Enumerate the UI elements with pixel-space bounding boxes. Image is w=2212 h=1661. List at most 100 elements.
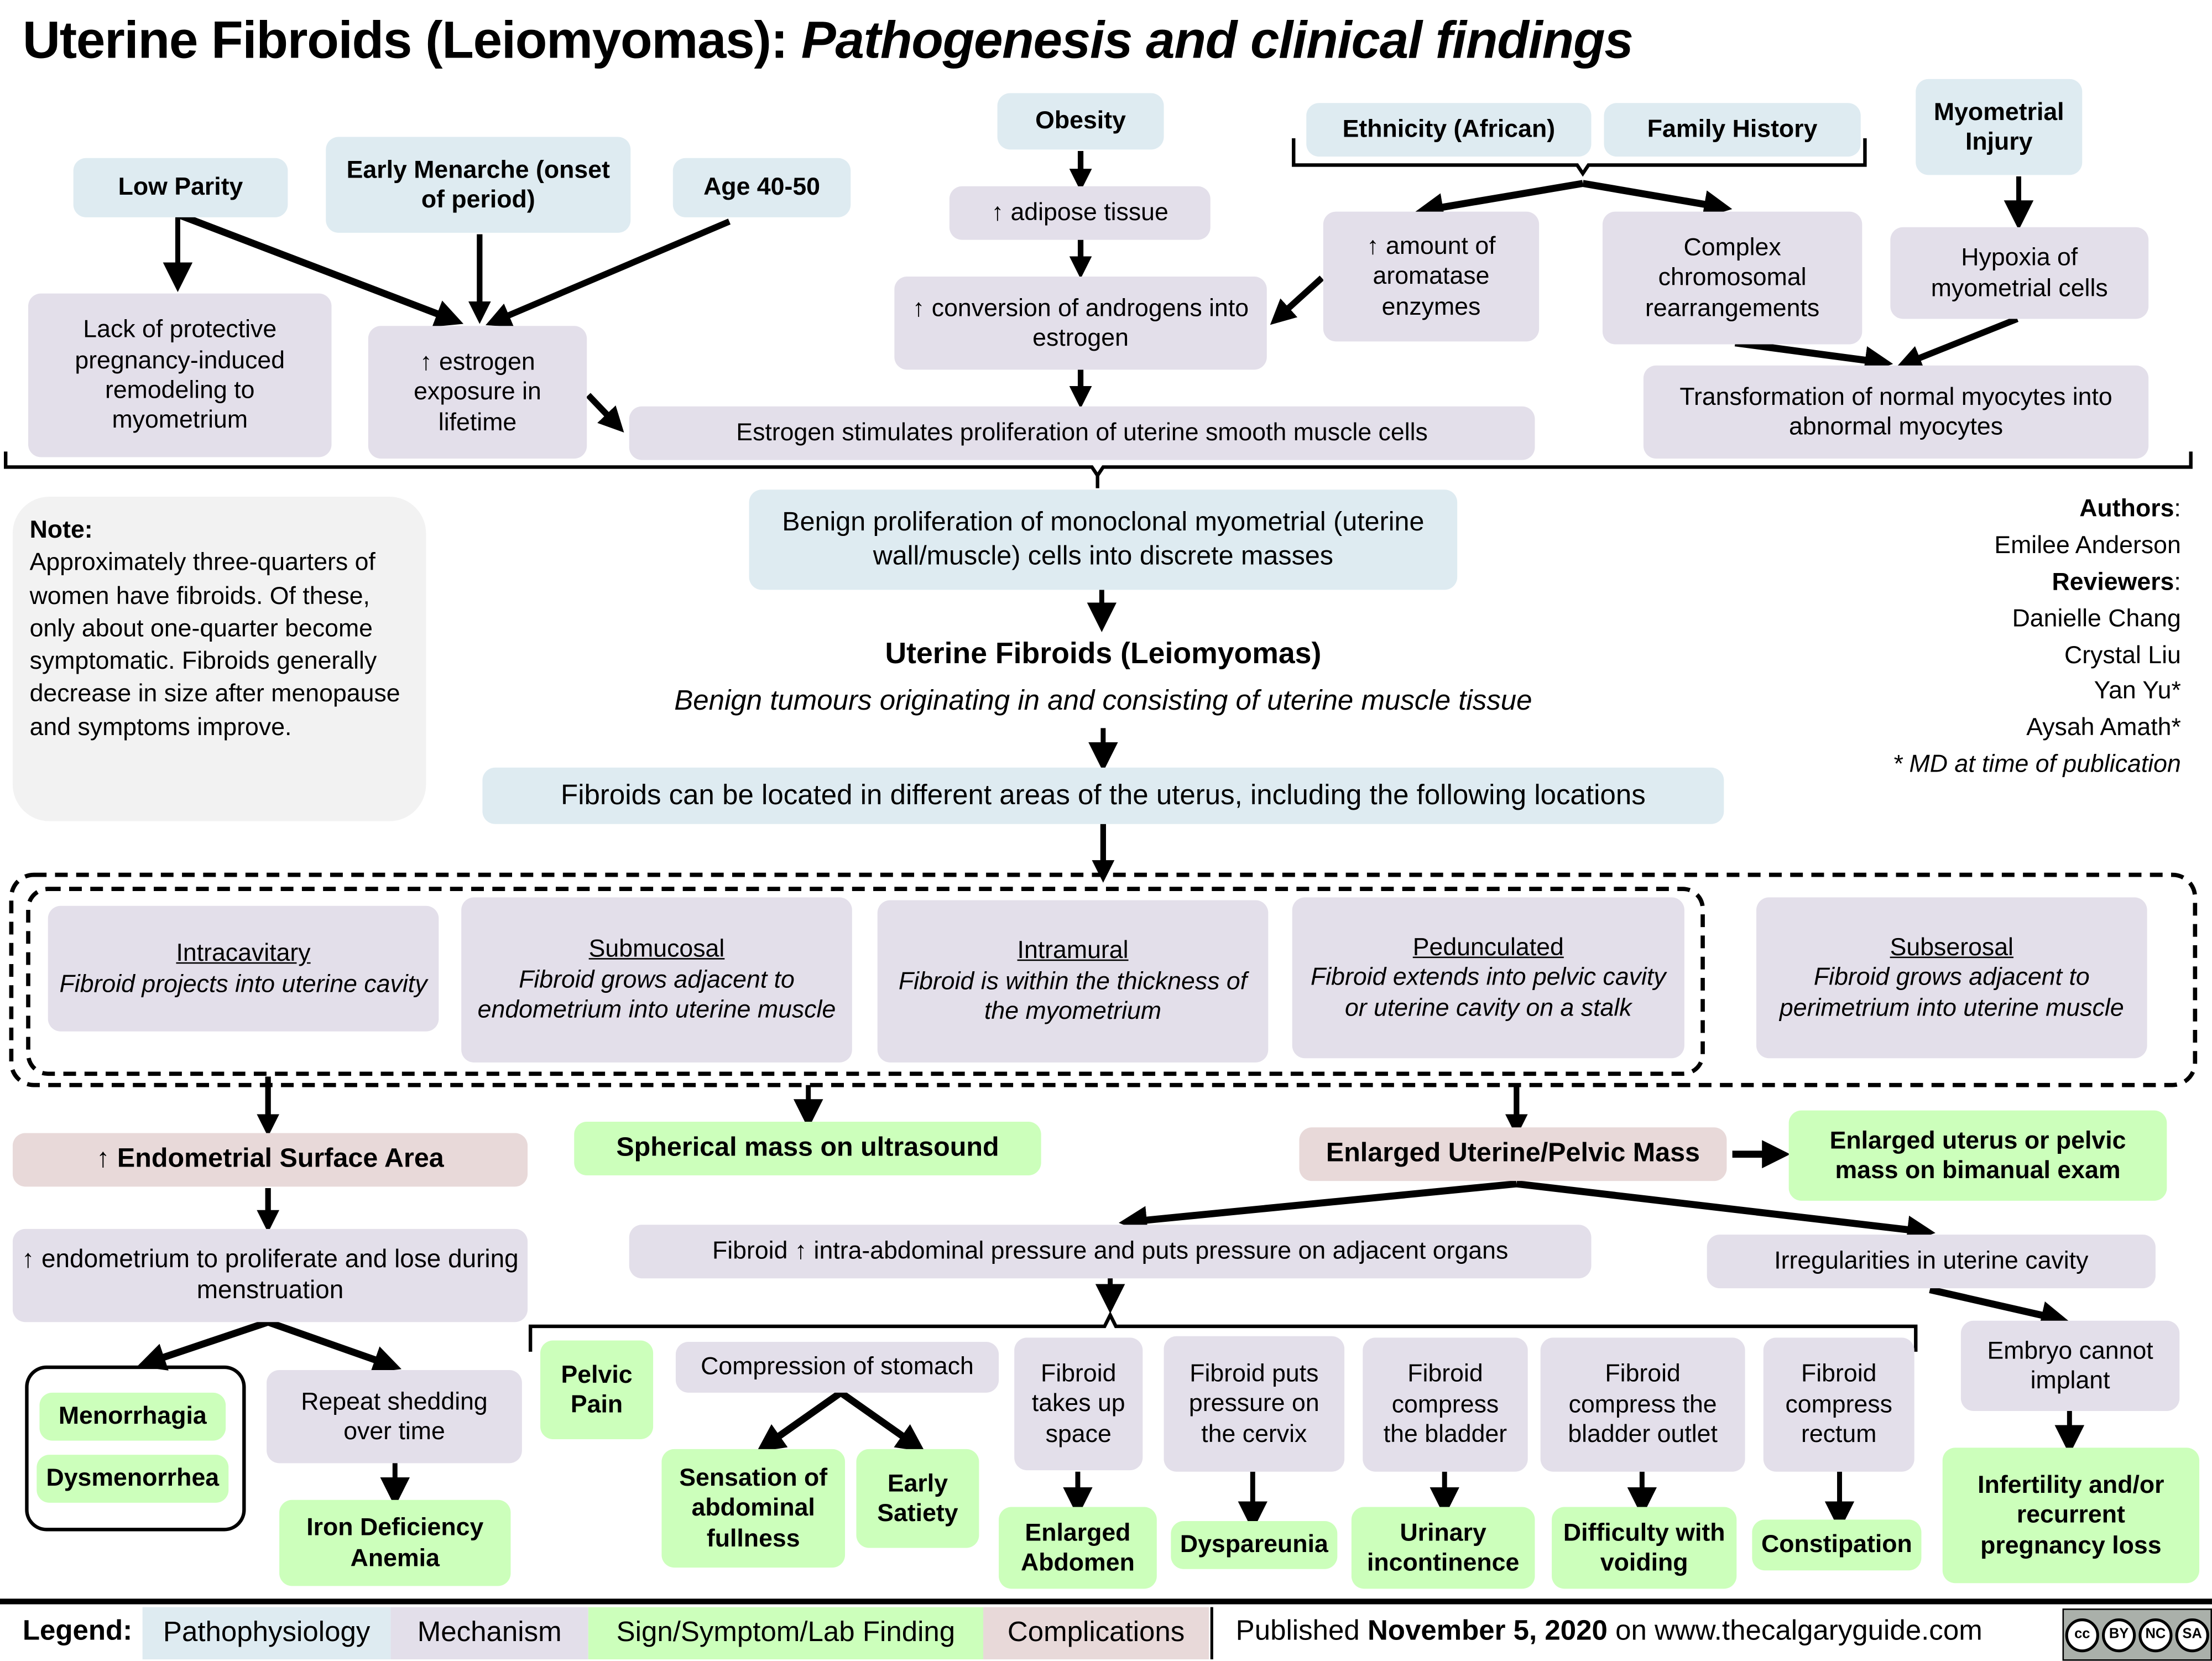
sign-constipation: Constipation	[1752, 1519, 1922, 1571]
mech-conversion: ↑ conversion of androgens into estrogen	[894, 276, 1267, 370]
brace-organs	[528, 1311, 1918, 1352]
fibroids-heading: Uterine Fibroids (Leiomyomas)	[885, 638, 1322, 670]
legend-sign-symptom: Sign/Symptom/Lab Finding	[588, 1607, 984, 1659]
mech-bladder: Fibroid compress the bladder	[1363, 1337, 1528, 1472]
sa-icon: SA	[2175, 1617, 2209, 1652]
location-title: Intramural	[1017, 936, 1129, 965]
mech-rectum: Fibroid compress rectum	[1763, 1337, 1914, 1472]
title-main: Uterine Fibroids (Leiomyomas):	[22, 11, 801, 69]
legend-complications: Complications	[983, 1607, 1209, 1659]
mech-adipose: ↑ adipose tissue	[949, 186, 1211, 240]
sign-voiding: Difficulty with voiding	[1552, 1507, 1737, 1589]
locations-intro: Fibroids can be located in different are…	[482, 767, 1724, 824]
mech-endometrium-proliferate: ↑ endometrium to proliferate and lose du…	[12, 1228, 528, 1322]
sign-dyspareunia: Dyspareunia	[1171, 1521, 1338, 1569]
sign-urinary-incontinence: Urinary incontinence	[1351, 1507, 1535, 1589]
mech-takes-space: Fibroid takes up space	[1014, 1337, 1143, 1471]
arrow-enlarged-irregularities	[1516, 1180, 1936, 1244]
location-desc: Fibroid grows adjacent to perimetrium in…	[1779, 962, 2124, 1022]
reviewer-name: Yan Yu*	[2094, 676, 2181, 705]
mech-lack-protective: Lack of protective pregnancy-induced rem…	[28, 293, 332, 457]
location-desc: Fibroid projects into uterine cavity	[59, 969, 427, 997]
risk-obesity: Obesity	[997, 93, 1164, 150]
mech-transformation: Transformation of normal myocytes into a…	[1643, 365, 2149, 459]
published-date: November 5, 2020	[1367, 1615, 1608, 1647]
risk-family-history: Family History	[1604, 103, 1861, 157]
risk-early-menarche: Early Menarche (onset of period)	[326, 137, 631, 233]
mech-cervix: Fibroid puts pressure on the cervix	[1164, 1336, 1345, 1472]
note-text: Approximately three-quarters of women ha…	[29, 548, 400, 741]
location-title: Pedunculated	[1412, 933, 1564, 961]
sign-spherical-mass: Spherical mass on ultrasound	[574, 1122, 1041, 1175]
mech-compression-stomach: Compression of stomach	[675, 1342, 999, 1393]
arrow-brace-chromosomal	[1582, 180, 1733, 218]
mech-embryo: Embryo cannot implant	[1960, 1320, 2180, 1411]
sign-pelvic-pain: Pelvic Pain	[540, 1340, 654, 1440]
menorrhagia-group-outline	[25, 1365, 246, 1532]
authors-heading: Authors:	[2079, 493, 2181, 522]
sign-iron-deficiency: Iron Deficiency Anemia	[279, 1499, 511, 1586]
dashed-container-outer	[9, 872, 2198, 1087]
arrow-chromosomal-transformation	[1734, 339, 1893, 374]
sign-menorrhagia: Menorrhagia	[39, 1392, 226, 1441]
risk-myometrial-injury: Myometrial Injury	[1916, 79, 2083, 175]
published-info: Published November 5, 2020 on www.thecal…	[1235, 1615, 1983, 1647]
cc-icon: cc	[2065, 1617, 2099, 1652]
location-title: Subserosal	[1890, 933, 2013, 961]
arrow-stomach-fullness	[757, 1389, 843, 1452]
brace-ethnicity-family	[1292, 138, 1867, 177]
arrow-brace-aromatase	[1415, 180, 1584, 221]
location-title: Intracavitary	[176, 938, 311, 967]
dashed-container-inner	[26, 887, 1705, 1076]
note-box: Note: Approximately three-quarters of wo…	[12, 496, 426, 821]
arrow-irregularities-embryo	[1929, 1286, 2069, 1329]
credits: Authors: Emilee Anderson Reviewers: Dani…	[1893, 491, 2181, 783]
reviewers-heading: Reviewers:	[2052, 566, 2181, 595]
benign-proliferation: Benign proliferation of monoclonal myome…	[749, 490, 1458, 590]
legend-bar: Legend: Pathophysiology Mechanism Sign/S…	[0, 1598, 2212, 1661]
arrow-hypoxia-transformation	[1896, 316, 2019, 370]
sign-bimanual: Enlarged uterus or pelvic mass on bimanu…	[1788, 1110, 2167, 1201]
page-title: Uterine Fibroids (Leiomyomas): Pathogene…	[22, 11, 1634, 70]
arrow-lowparity-estrogen	[176, 211, 464, 327]
note-heading: Note:	[29, 515, 93, 544]
reviewer-name: Aysah Amath*	[2026, 713, 2181, 742]
website-link[interactable]: on www.thecalgaryguide.com	[1607, 1615, 1983, 1647]
legend-mechanism: Mechanism	[390, 1607, 588, 1659]
by-icon: BY	[2101, 1617, 2136, 1652]
reviewer-name: Danielle Chang	[2012, 603, 2181, 632]
credits-footnote: * MD at time of publication	[1892, 749, 2181, 778]
arrow-aromatase-conversion	[1270, 275, 1324, 325]
reviewer-name: Crystal Liu	[2064, 640, 2181, 669]
fibroids-definition: Benign tumours originating in and consis…	[674, 685, 1532, 717]
author-name: Emilee Anderson	[1994, 530, 2181, 559]
mech-aromatase: ↑ amount of aromatase enzymes	[1323, 211, 1540, 342]
complication-endometrial-surface: ↑ Endometrial Surface Area	[12, 1133, 528, 1187]
nc-icon: NC	[2138, 1617, 2173, 1652]
arrow-enlarged-intraabdominal	[1119, 1180, 1517, 1235]
mech-estrogen-exposure: ↑ estrogen exposure in lifetime	[368, 326, 587, 459]
cc-license-badge[interactable]: cc BY NC SA	[2062, 1608, 2212, 1661]
sign-early-satiety: Early Satiety	[856, 1449, 979, 1548]
legend-label: Legend:	[22, 1615, 133, 1647]
mech-irregularities: Irregularities in uterine cavity	[1707, 1235, 2156, 1289]
arrow-age-estrogen	[486, 218, 731, 327]
arrow-estrogen-stimulates	[586, 393, 624, 433]
sign-enlarged-abdomen: Enlarged Abdomen	[999, 1507, 1157, 1589]
sign-infertility: Infertility and/or recurrent pregnancy l…	[1942, 1447, 2200, 1584]
mech-repeat-shedding: Repeat shedding over time	[267, 1370, 522, 1464]
complication-enlarged-mass: Enlarged Uterine/Pelvic Mass	[1299, 1127, 1727, 1181]
mech-estrogen-stimulates: Estrogen stimulates proliferation of ute…	[629, 406, 1535, 460]
location-title: Submucosal	[588, 934, 725, 964]
mech-intra-abdominal: Fibroid ↑ intra-abdominal pressure and p…	[629, 1225, 1592, 1279]
risk-age: Age 40-50	[672, 158, 851, 217]
title-subtitle: Pathogenesis and clinical findings	[801, 11, 1634, 69]
location-desc: Fibroid extends into pelvic cavity or ut…	[1310, 962, 1666, 1022]
sign-dysmenorrhea: Dysmenorrhea	[36, 1455, 229, 1503]
